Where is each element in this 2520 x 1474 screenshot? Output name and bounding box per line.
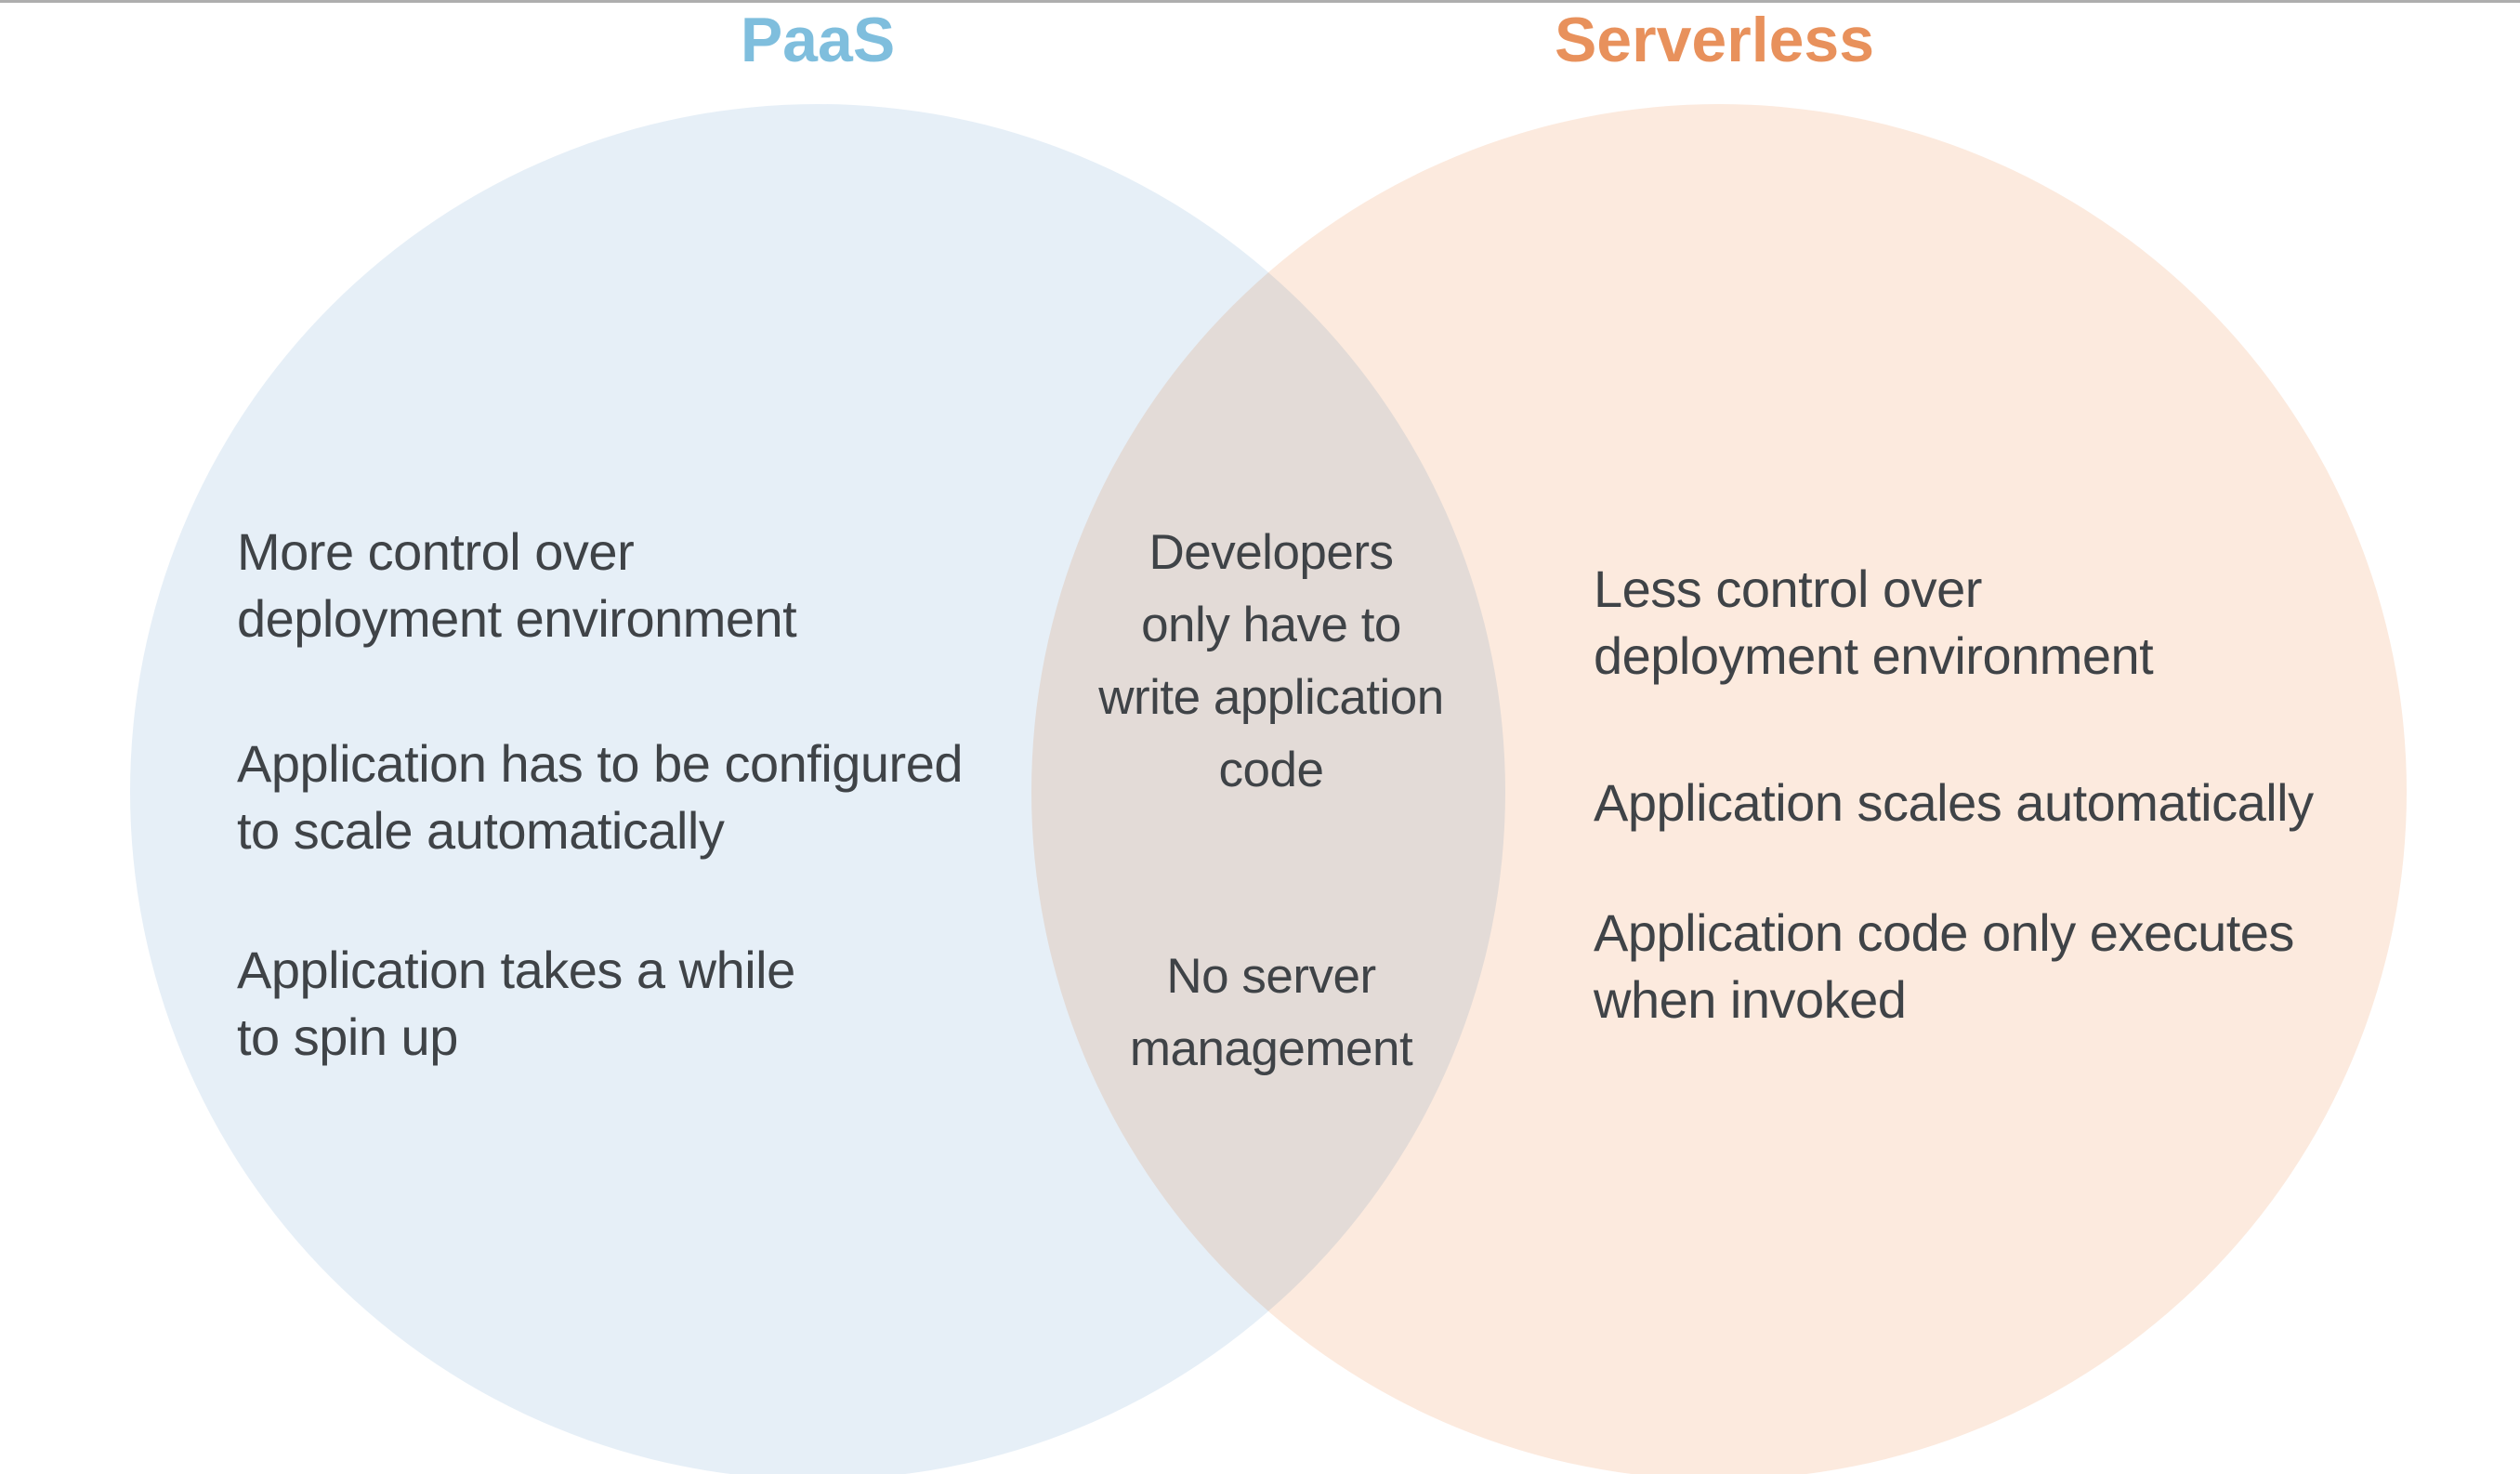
text-line: Less control over [1594, 559, 1982, 618]
paas-item-control: More control over deployment environment [237, 519, 797, 652]
serverless-title: Serverless [1554, 5, 1875, 75]
shared-item-no-server: No server management [1129, 941, 1413, 1086]
top-border-line [0, 0, 2520, 3]
text-line: to spin up [237, 1007, 458, 1066]
serverless-item-invoked: Application code only executes when invo… [1594, 900, 2294, 1033]
serverless-item-control: Less control over deployment environment [1594, 556, 2154, 690]
text-line: Application takes a while [237, 941, 795, 999]
text-line: when invoked [1594, 970, 1907, 1029]
text-line: to scale automatically [237, 801, 725, 860]
text-line: More control over [237, 522, 635, 581]
text-line: code [1218, 743, 1324, 797]
text-line: Application code only executes [1594, 903, 2294, 962]
text-line: deployment environment [1594, 626, 2154, 685]
text-line: management [1129, 1021, 1413, 1076]
text-line: only have to [1141, 598, 1401, 652]
paas-item-scaling: Application has to be configured to scal… [237, 730, 964, 864]
text-line: Application scales automatically [1594, 773, 2314, 832]
serverless-circle [1031, 104, 2407, 1474]
text-line: Developers [1148, 525, 1394, 580]
text-line: write application [1098, 670, 1444, 725]
serverless-item-scaling: Application scales automatically [1594, 770, 2314, 836]
paas-item-spinup: Application takes a while to spin up [237, 937, 795, 1071]
text-line: Application has to be configured [237, 734, 964, 793]
text-line: No server [1166, 949, 1376, 1004]
text-line: deployment environment [237, 589, 797, 648]
paas-title: PaaS [740, 5, 896, 75]
shared-item-code-only: Developers only have to write applicatio… [1098, 517, 1444, 807]
